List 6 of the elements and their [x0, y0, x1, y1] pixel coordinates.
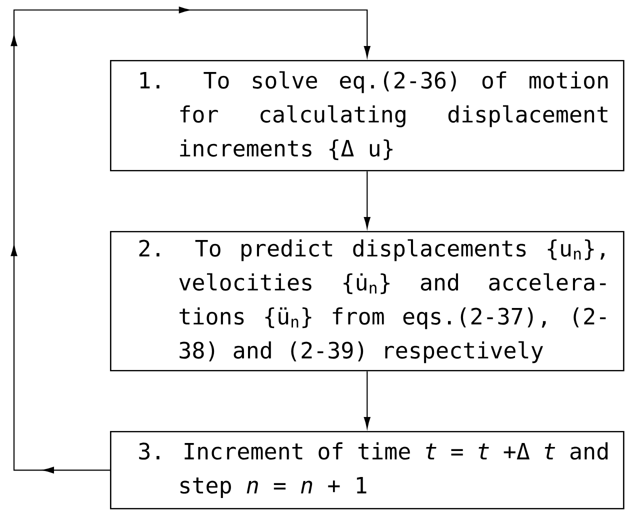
arrow — [364, 371, 370, 428]
arrow — [364, 171, 370, 228]
arrow — [10, 6, 370, 474]
process-box: 2. To predict displacements {u$_{n}$}, velocities {u̇$_{n}$} and accelera-tions {ü$_{n}$} from eqs.(2-37), (2-38) and (2-39) respectively — [110, 230, 624, 372]
process-box: 1. To solve eq.(2-36) of motion for calculating displacement increments {Δ u} — [110, 60, 624, 172]
process-box: 3. Increment of time t = t +Δ t and step n = n + 1 — [110, 431, 624, 510]
